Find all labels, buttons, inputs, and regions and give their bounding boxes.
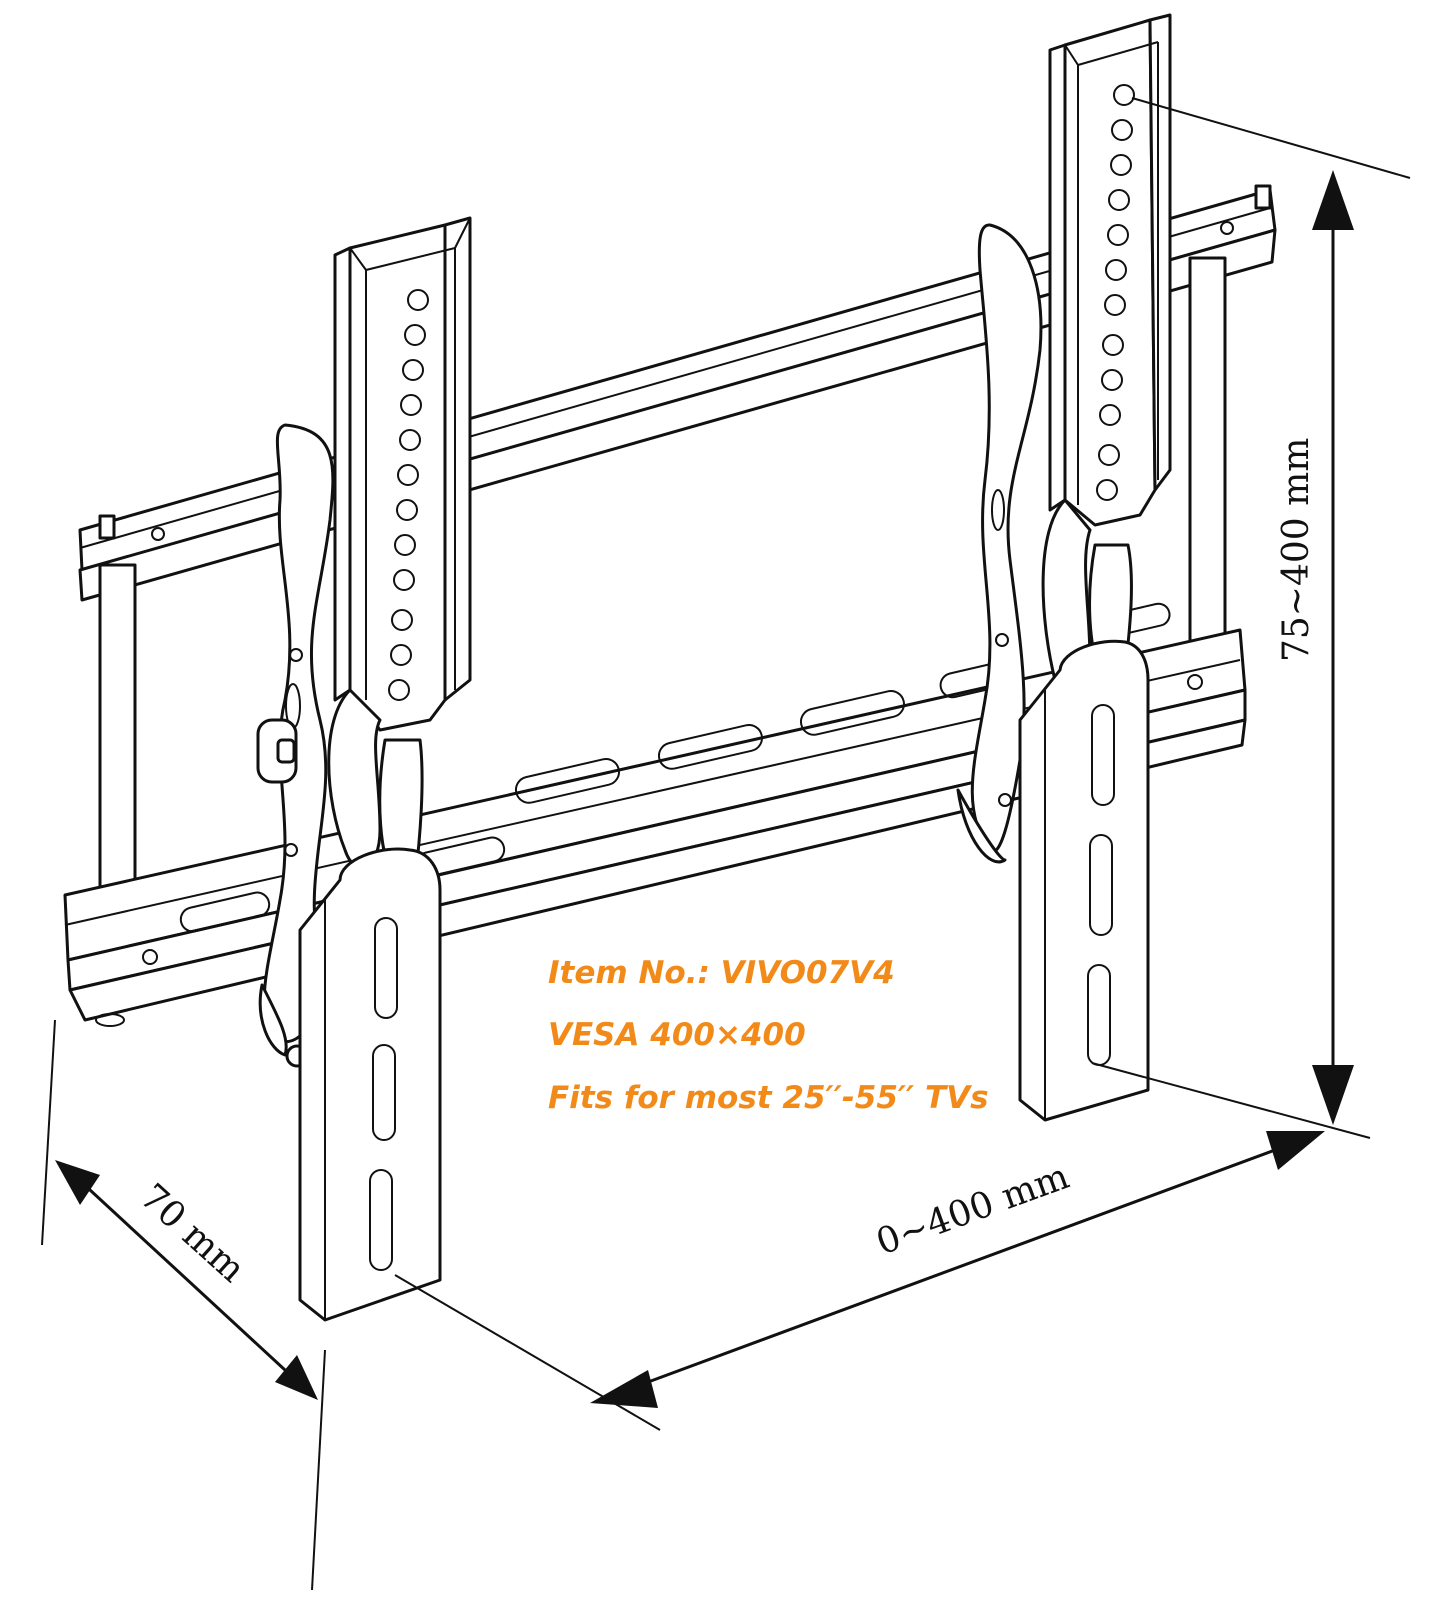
right-arm-holes [1096, 84, 1135, 501]
tilt-knob [256, 718, 298, 784]
left-hinge-plate [258, 423, 335, 1057]
height-dimension-label: 75~400 mm [1276, 438, 1317, 662]
height-dimension-line [1091, 97, 1411, 1139]
right-arm-lower [1018, 639, 1150, 1122]
left-arm-lower [298, 847, 442, 1322]
left-arm-holes [388, 289, 429, 701]
tv-size-range-label: Fits for most 25′′-55′′ TVs [548, 1080, 989, 1116]
left-arm-upper [333, 216, 472, 732]
vesa-spec-label: VESA 400×400 [548, 1017, 806, 1053]
item-number-label: Item No.: VIVO07V4 [548, 955, 895, 991]
right-hinge-plate [956, 223, 1043, 864]
depth-dimension-line [41, 1019, 326, 1591]
right-arm-upper [1048, 13, 1172, 527]
width-dimension-label: 0~400 mm [871, 1156, 1074, 1263]
right-standoff-post [1187, 256, 1227, 658]
depth-dimension-label: 70 mm [132, 1176, 253, 1290]
width-dimension-line [394, 1131, 1325, 1431]
